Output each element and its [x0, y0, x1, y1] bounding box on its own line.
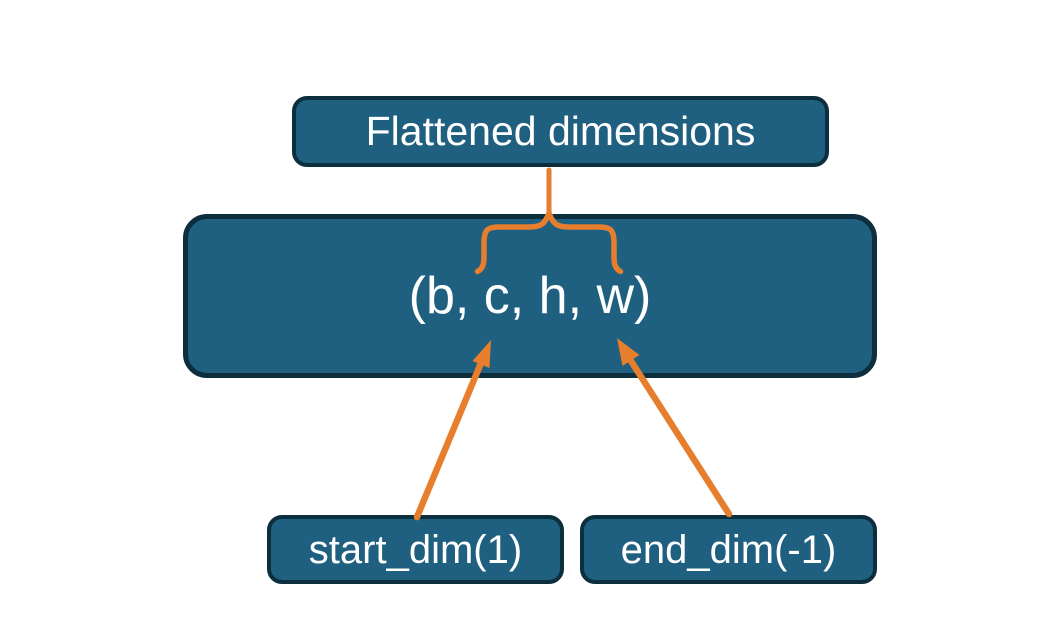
node-start-dim-label: start_dim(1): [308, 527, 523, 572]
node-end-dim-label: end_dim(-1): [620, 527, 837, 572]
node-flattened-dimensions-label: Flattened dimensions: [365, 108, 756, 154]
node-flattened-dimensions: Flattened dimensions: [292, 96, 829, 167]
node-end-dim: end_dim(-1): [580, 515, 877, 584]
node-tensor-shape-label: (b, c, h, w): [408, 267, 652, 325]
node-tensor-shape: (b, c, h, w): [183, 214, 877, 378]
node-start-dim: start_dim(1): [267, 515, 564, 584]
